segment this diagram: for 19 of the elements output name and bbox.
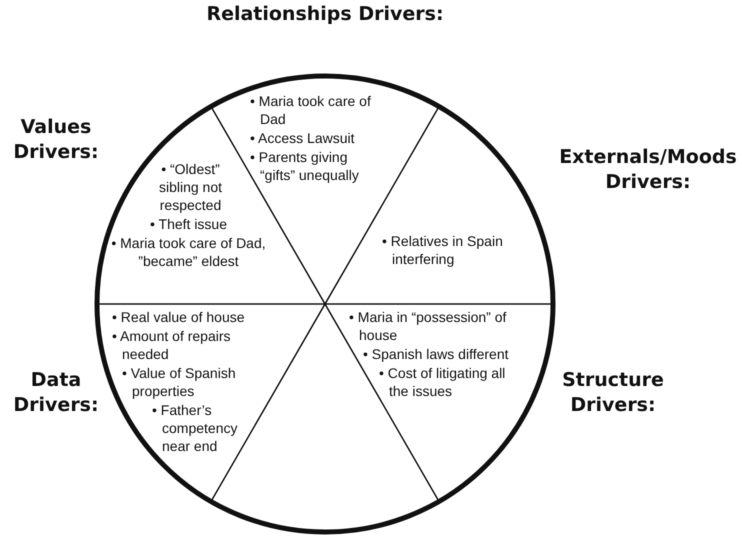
bullet-item: • Access Lawsuit	[250, 129, 356, 147]
segment-heading: Relationships Drivers:	[205, 2, 445, 27]
bullet-item: • Cost of litigating all the issues	[379, 364, 506, 400]
bullet-item: • Father’s competency near end	[152, 401, 238, 455]
bullet-item: • Value of Spanish properties	[122, 364, 237, 400]
bullet-item: • Amount of repairs needed	[112, 327, 232, 363]
segment-heading: Externals/Moods Drivers:	[558, 145, 738, 195]
bullet-item: • Spanish laws different	[363, 345, 510, 363]
bullet-item: • Real value of house	[112, 308, 246, 326]
bullet-item: • Maria took care of Dad, ”became” eldest	[110, 234, 267, 270]
bullet-item: • Maria in “possession” of house	[349, 308, 508, 344]
bullet-item: • Relatives in Spain interfering	[382, 232, 504, 268]
segment-heading: Structure Drivers:	[561, 368, 665, 418]
segment-heading: Data Drivers:	[12, 368, 100, 418]
segment-heading: Values Drivers:	[12, 115, 100, 165]
bullet-item: • Maria took care of Dad	[250, 92, 372, 128]
bullet-item: • “Oldest” sibling not respected	[158, 160, 224, 214]
bullet-item: • Parents giving “gifts” unequally	[250, 148, 360, 184]
bullet-item: • Theft issue	[148, 215, 228, 233]
